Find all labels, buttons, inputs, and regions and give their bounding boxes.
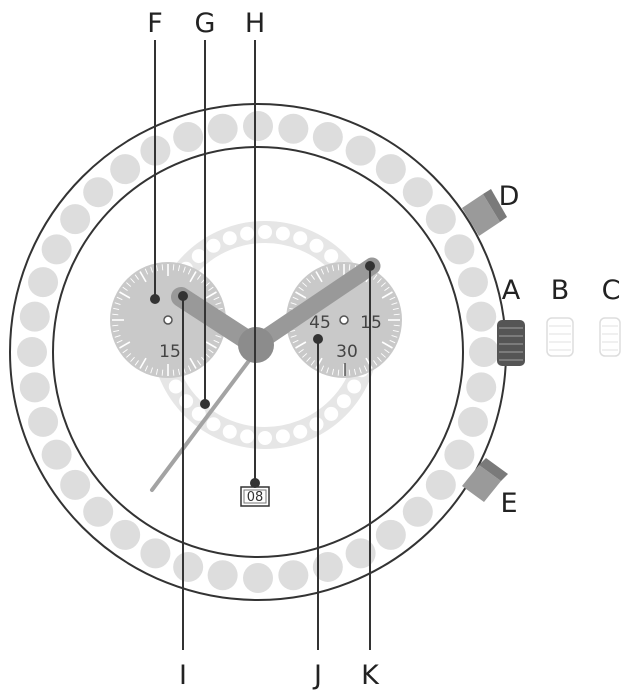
label-i: I xyxy=(179,660,187,690)
subdial-tick xyxy=(349,264,350,270)
bezel-dot xyxy=(20,302,50,332)
crown-position-b xyxy=(547,318,573,356)
inner-ring-dot xyxy=(310,417,324,431)
bezel-dot xyxy=(208,114,238,144)
label-b: B xyxy=(551,275,570,306)
leader-dot-f xyxy=(150,294,160,304)
bezel-dot xyxy=(444,234,474,264)
bezel-dot xyxy=(346,136,376,166)
bezel-dot xyxy=(469,337,499,367)
bezel-dot xyxy=(60,470,90,500)
bezel-dot xyxy=(28,267,58,297)
leader-dot-g xyxy=(200,399,210,409)
inner-ring-dot xyxy=(179,394,193,408)
bezel-dot xyxy=(17,337,47,367)
date-number: 08 xyxy=(247,490,264,505)
bezel-dot xyxy=(28,407,58,437)
bezel-dot xyxy=(403,177,433,207)
inner-ring-dot xyxy=(258,225,272,239)
bezel-dot xyxy=(426,470,456,500)
inner-ring-dot xyxy=(276,429,290,443)
bezel-dot xyxy=(243,563,273,593)
subdial-tick xyxy=(338,370,339,376)
inner-ring-dot xyxy=(169,380,183,394)
crown-position-a[interactable] xyxy=(497,320,525,366)
label-a: A xyxy=(502,275,521,306)
subdial-tick xyxy=(349,370,350,376)
subdial-tick xyxy=(112,325,118,326)
inner-ring-dot xyxy=(207,417,221,431)
label-j: J xyxy=(312,660,322,690)
label-k: K xyxy=(361,660,380,690)
inner-ring-dot xyxy=(337,394,351,408)
left-subdial-number-15: 15 xyxy=(159,342,181,362)
bezel-dot xyxy=(243,111,273,141)
bezel-dot xyxy=(458,267,488,297)
inner-ring-dot xyxy=(207,239,221,253)
subdial-tick xyxy=(162,264,163,270)
inner-ring-dot xyxy=(324,249,338,263)
left-subdial-pivot xyxy=(164,316,172,324)
bezel-dot xyxy=(346,538,376,568)
leader-dot-i xyxy=(178,291,188,301)
label-e: E xyxy=(500,488,517,519)
bezel-dot xyxy=(403,497,433,527)
leader-dot-j xyxy=(313,334,323,344)
bezel-dot xyxy=(110,154,140,184)
subdial-tick xyxy=(394,325,400,326)
bezel-dot xyxy=(173,552,203,582)
inner-ring-dot xyxy=(223,425,237,439)
bezel-dot xyxy=(376,154,406,184)
subdial-tick xyxy=(173,264,174,270)
inner-ring-dot xyxy=(347,380,361,394)
bezel-dot xyxy=(83,497,113,527)
leader-dot-h xyxy=(250,478,260,488)
inner-ring-dot xyxy=(223,231,237,245)
inner-ring-dot xyxy=(310,239,324,253)
bezel-dot xyxy=(42,234,72,264)
bezel-dot xyxy=(20,372,50,402)
inner-ring-dot xyxy=(276,227,290,241)
subdial-tick xyxy=(162,370,163,376)
inner-ring-dot xyxy=(192,249,206,263)
date-window: 08 xyxy=(241,487,269,506)
label-f: F xyxy=(147,8,163,39)
bezel-dot xyxy=(208,560,238,590)
leader-dot-k xyxy=(365,261,375,271)
right-subdial-pivot xyxy=(340,316,348,324)
inner-ring-dot xyxy=(293,425,307,439)
subdial-tick xyxy=(112,314,118,315)
right-subdial-number-30: 30 xyxy=(336,342,358,362)
bezel-dot xyxy=(83,177,113,207)
inner-ring-dot xyxy=(324,407,338,421)
bezel-dot xyxy=(458,407,488,437)
subdial-tick xyxy=(173,370,174,376)
bezel-dot xyxy=(278,560,308,590)
label-g: G xyxy=(195,8,216,39)
bezel-dot xyxy=(110,520,140,550)
bezel-dot xyxy=(140,538,170,568)
bezel-dot xyxy=(313,122,343,152)
crown-position-c xyxy=(600,318,620,356)
bezel-dot xyxy=(426,204,456,234)
subdial-tick xyxy=(394,314,400,315)
bezel-dot xyxy=(278,114,308,144)
bezel-dot xyxy=(60,204,90,234)
inner-ring-dot xyxy=(240,429,254,443)
inner-ring-dot xyxy=(293,231,307,245)
label-c: C xyxy=(602,275,621,306)
inner-ring-dot xyxy=(240,227,254,241)
bezel-dot xyxy=(466,302,496,332)
label-h: H xyxy=(245,8,265,39)
bezel-dot xyxy=(466,372,496,402)
label-d: D xyxy=(499,181,520,212)
bezel-dot xyxy=(42,440,72,470)
bezel-dot xyxy=(444,440,474,470)
inner-ring-dot xyxy=(258,431,272,445)
bezel-dot xyxy=(173,122,203,152)
bezel-dot xyxy=(376,520,406,550)
subdial-tick xyxy=(338,264,339,270)
